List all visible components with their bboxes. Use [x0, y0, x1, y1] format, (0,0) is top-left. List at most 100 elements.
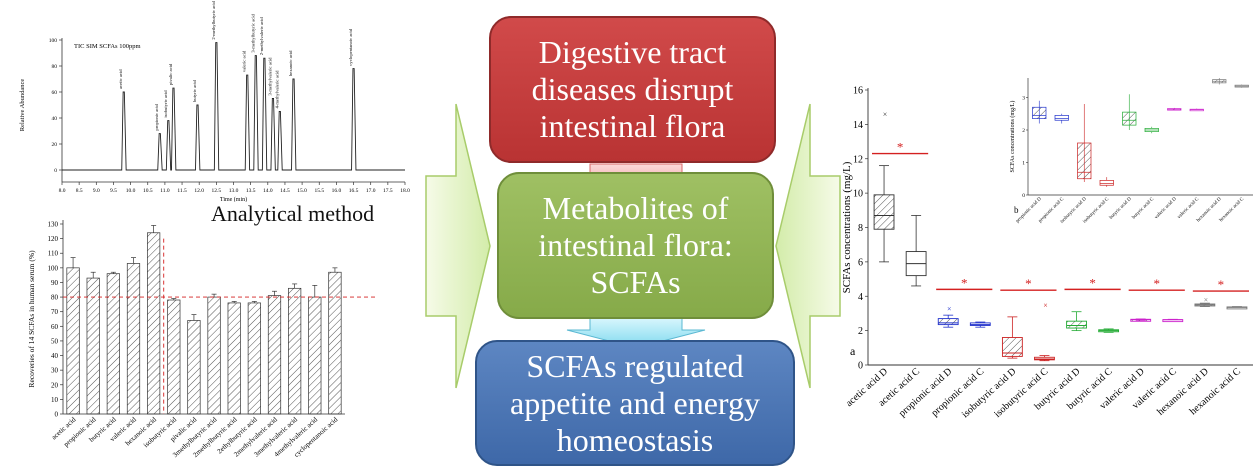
- x-tick-label: 12.5: [212, 188, 222, 194]
- x-axis-title: Time (min): [220, 196, 247, 202]
- significance-mark: *: [961, 275, 968, 290]
- outlier-mark: ×: [1204, 296, 1209, 305]
- box-isobutyric-acid-D: [1001, 337, 1023, 357]
- box2-line1: Metabolites of: [542, 190, 729, 226]
- x-tick-label: 17.0: [366, 188, 376, 194]
- inset-box: [1054, 115, 1069, 121]
- box1-line2: diseases disrupt: [531, 71, 734, 107]
- peak-label: hexanoic acid: [288, 50, 293, 76]
- y-tick-label: 20: [51, 381, 59, 389]
- bar-cyclopentanoic-acid: [328, 271, 342, 415]
- y-axis-title: SCFAs concentrations (mg/L): [841, 161, 853, 293]
- y-tick-label: 10: [51, 396, 59, 404]
- x-tick-label: 12.0: [194, 188, 204, 194]
- y-tick-label: 90: [51, 279, 59, 287]
- box3-line2: appetite and energy: [510, 384, 760, 421]
- bar-valeric-acid: [126, 263, 141, 415]
- x-tick-label: 9.0: [93, 188, 100, 194]
- y-axis-title: Relative Abundance: [19, 79, 26, 132]
- x-tick-label: 9.5: [110, 188, 117, 194]
- peak-label: 2-methylvaleric acid: [259, 17, 264, 56]
- box-scfa-metabolites: Metabolites of intestinal flora: SCFAs: [497, 172, 774, 319]
- analytical-method-label: Analytical method: [211, 201, 375, 226]
- inset-category-label: valeric acid C: [1177, 196, 1201, 220]
- y-tick-label: 16: [853, 86, 863, 97]
- inset-box: [1099, 180, 1114, 186]
- peak-label: 3-methylvaleric acid: [267, 57, 272, 96]
- outlier-mark: ×: [947, 304, 952, 313]
- inset-box: [1077, 142, 1092, 180]
- y-tick-label: 120: [48, 235, 59, 243]
- bar-2ethylbutyric-acid: [247, 302, 261, 415]
- x-tick-label: 16.5: [349, 188, 359, 194]
- y-tick-label: 80: [51, 294, 59, 302]
- box2-line2: intestinal flora:: [538, 227, 733, 263]
- box-butyric-acid-D: [1066, 320, 1087, 329]
- inset-y-tick-label: 1: [1022, 161, 1025, 167]
- inset-category-label: butyric acid C: [1132, 196, 1156, 220]
- x-tick-label: 13.5: [246, 188, 256, 194]
- x-tick-label: 13.0: [229, 188, 239, 194]
- peak-label: valeric acid: [242, 50, 247, 72]
- y-tick-label: 40: [52, 116, 58, 122]
- inset-box: [1122, 111, 1137, 126]
- x-tick-label: 14.5: [280, 188, 290, 194]
- y-tick-label: 60: [51, 323, 59, 331]
- x-tick-label: 10.0: [126, 188, 136, 194]
- down-arrow-cyan: [566, 317, 706, 349]
- y-tick-label: 12: [853, 154, 863, 165]
- box1-line3: intestinal flora: [539, 108, 726, 144]
- y-tick-label: 8: [858, 223, 863, 234]
- recovery-bar-chart: 0102030405060708090100110120130Recoverie…: [27, 220, 375, 459]
- x-tick-label: 17.5: [383, 188, 393, 194]
- y-tick-label: 0: [858, 361, 863, 372]
- outlier-mark: ×: [1043, 301, 1048, 310]
- panel-label-a: a: [850, 344, 856, 358]
- y-tick-label: 20: [52, 142, 58, 148]
- significance-mark: *: [1089, 275, 1096, 290]
- bar-pivalic-acid: [187, 320, 201, 415]
- peak-label: 2-methylbutyric acid: [211, 1, 216, 40]
- bar-acetic-acid: [66, 267, 80, 415]
- box3-line3: homeostasis: [556, 421, 714, 458]
- box-digestive-diseases: Digestive tract diseases disrupt intesti…: [489, 16, 776, 163]
- x-tick-label: 11.0: [160, 188, 170, 194]
- y-tick-label: 6: [858, 257, 863, 268]
- y-tick-label: 60: [52, 90, 58, 96]
- inset-category-label: butyric acid D: [1109, 197, 1133, 221]
- chromatogram-trace: [62, 42, 405, 171]
- x-tick-label: 15.5: [314, 188, 324, 194]
- x-tick-label: 10.5: [143, 188, 153, 194]
- box-scfa-regulation: SCFAs regulated appetite and energy home…: [475, 340, 795, 466]
- inset-y-axis-title: SCFAs concentrations (mg/L): [1009, 101, 1016, 173]
- significance-mark: *: [1154, 276, 1161, 291]
- arrow-left-green: [775, 103, 841, 389]
- inset-y-tick-label: 2: [1022, 128, 1025, 134]
- peak-label: 3-methylbutyric acid: [250, 14, 255, 53]
- y-tick-label: 100: [49, 38, 58, 44]
- y-tick-label: 14: [853, 120, 863, 131]
- y-tick-label: 30: [51, 367, 59, 375]
- peak-label: propionic acid: [154, 103, 159, 130]
- box-acetic-acid-D: [873, 194, 895, 230]
- x-tick-label: 15.0: [297, 188, 307, 194]
- y-tick-label: 50: [51, 337, 59, 345]
- inset-y-tick-label: 0: [1022, 193, 1025, 199]
- bar-2methylbutyric-acid: [227, 302, 241, 415]
- x-tick-label: 8.5: [76, 188, 83, 194]
- peak-label: cyclopentanoic acid: [348, 28, 353, 65]
- y-tick-label: 80: [52, 64, 58, 70]
- x-tick-label: 18.0: [400, 188, 410, 194]
- y-tick-label: 130: [48, 221, 59, 229]
- bar-butyric-acid: [106, 273, 120, 415]
- significance-mark: *: [897, 140, 904, 155]
- y-tick-label: 2: [858, 326, 863, 337]
- peak-label: 4-methylvaleric acid: [274, 70, 279, 109]
- box1-line1: Digestive tract: [538, 34, 727, 70]
- y-tick-label: 10: [853, 189, 863, 200]
- y-tick-label: 100: [48, 264, 59, 272]
- box-propionic-acid-D: [937, 318, 959, 326]
- y-tick-label: 40: [51, 352, 59, 360]
